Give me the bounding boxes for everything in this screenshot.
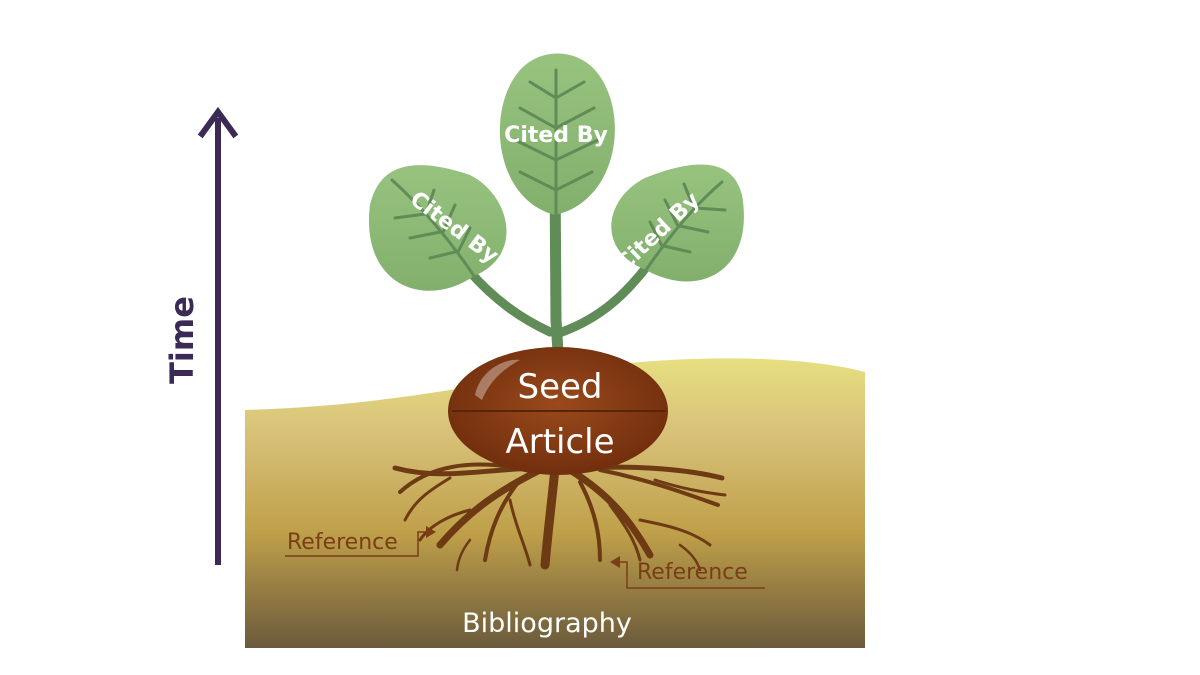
leaf-left: Cited By [368,165,507,291]
root-main-left [436,466,544,549]
root-mid-right [578,480,602,562]
time-arrow-head-icon [197,106,239,139]
root-mid-left [483,478,522,562]
reference-leader-right [618,561,765,589]
leaf-right-veins [644,180,727,272]
root-small-7 [455,538,472,572]
root-small-1 [418,508,472,542]
reference-arrow-left-icon [426,526,436,538]
root-small-5 [508,498,532,567]
stem [465,164,653,358]
roots [392,462,727,572]
root-main-center [540,463,560,570]
reference-leader-left [285,531,428,557]
reference-callout-left: Reference [285,526,436,557]
root-small-8 [678,543,702,572]
reference-label-right: Reference [637,560,748,585]
seed-article: Seed Article [448,347,668,475]
time-axis: Time [163,106,239,565]
reference-callout-right: Reference [610,556,765,589]
seed-label-line2: Article [505,422,614,462]
root-right-upper [598,468,720,507]
reference-label-left: Reference [287,530,398,555]
stem-main [549,164,564,358]
leaf-left-veins [390,178,476,278]
reference-arrow-right-icon [610,556,620,568]
root-small-3 [403,476,452,522]
root-small-4 [653,478,727,497]
leaf-center: Cited By [499,53,615,217]
stem-branch-right [557,260,653,337]
bibliography-label: Bibliography [462,608,632,639]
root-main-right [566,466,654,559]
leaf-center-label: Cited By [504,123,608,148]
time-axis-label: Time [163,296,201,384]
stem-branch-left [465,267,555,337]
leaf-center-veins [513,68,600,217]
seed-label-line1: Seed [518,367,603,407]
seed-highlight [475,359,520,400]
root-small-6 [608,503,642,562]
root-small-2 [638,518,712,547]
leaf-right: Cited By [611,164,744,282]
